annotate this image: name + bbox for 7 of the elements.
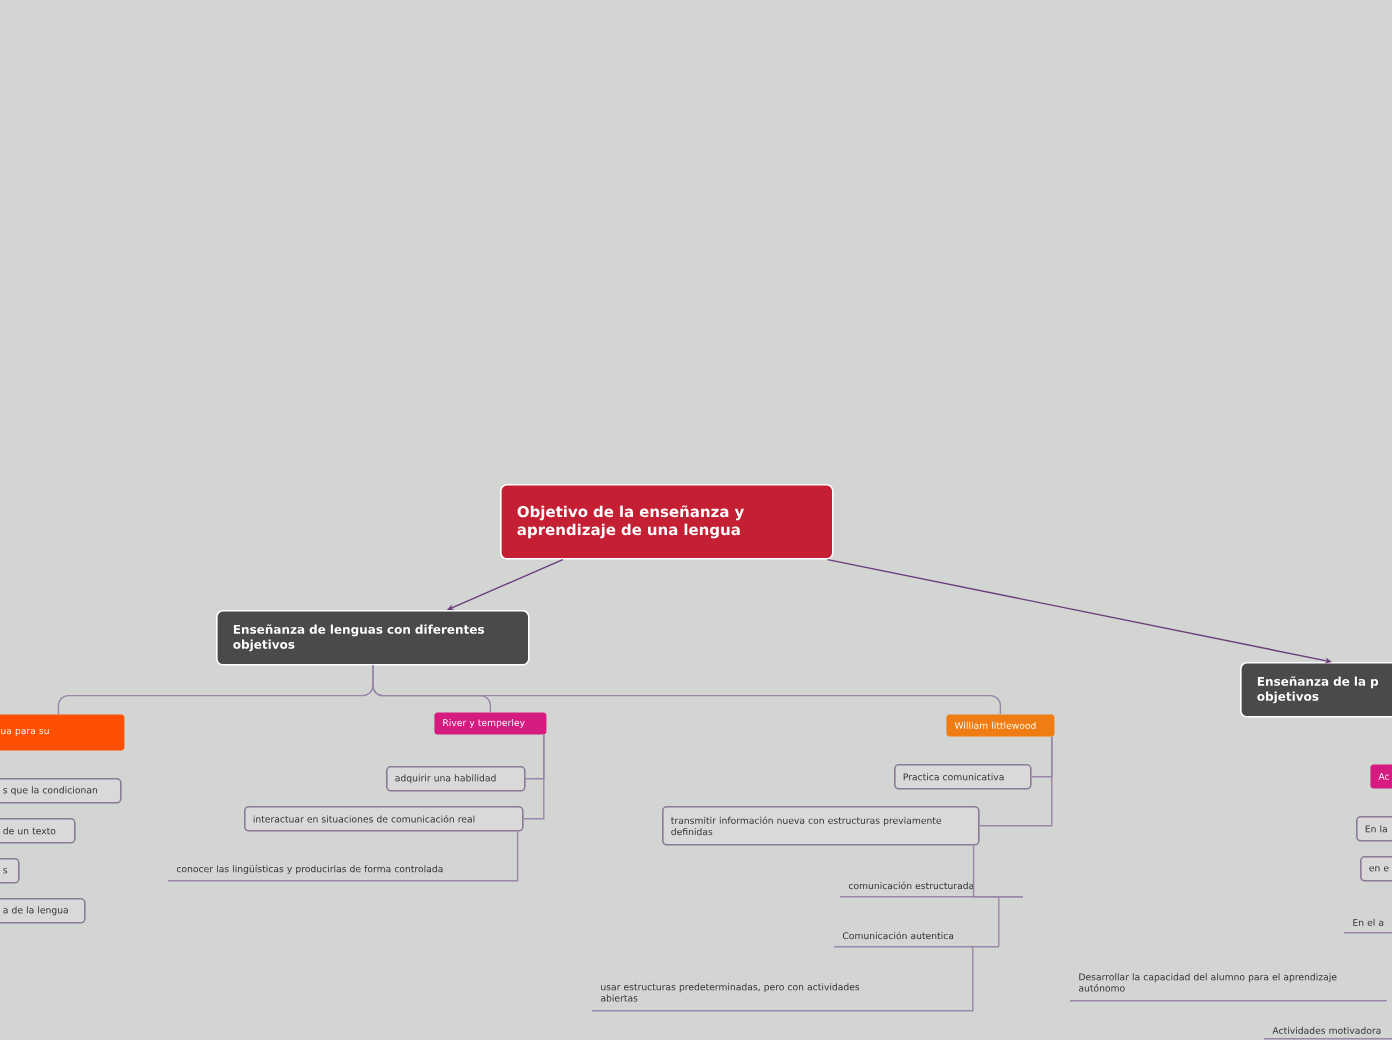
connector-line xyxy=(516,830,519,882)
connector-line xyxy=(972,844,1024,898)
arrow xyxy=(826,558,1332,664)
connector-line xyxy=(998,896,1000,948)
connector-line xyxy=(522,734,545,820)
connector-line xyxy=(888,946,974,1012)
connector-line xyxy=(978,736,1053,827)
